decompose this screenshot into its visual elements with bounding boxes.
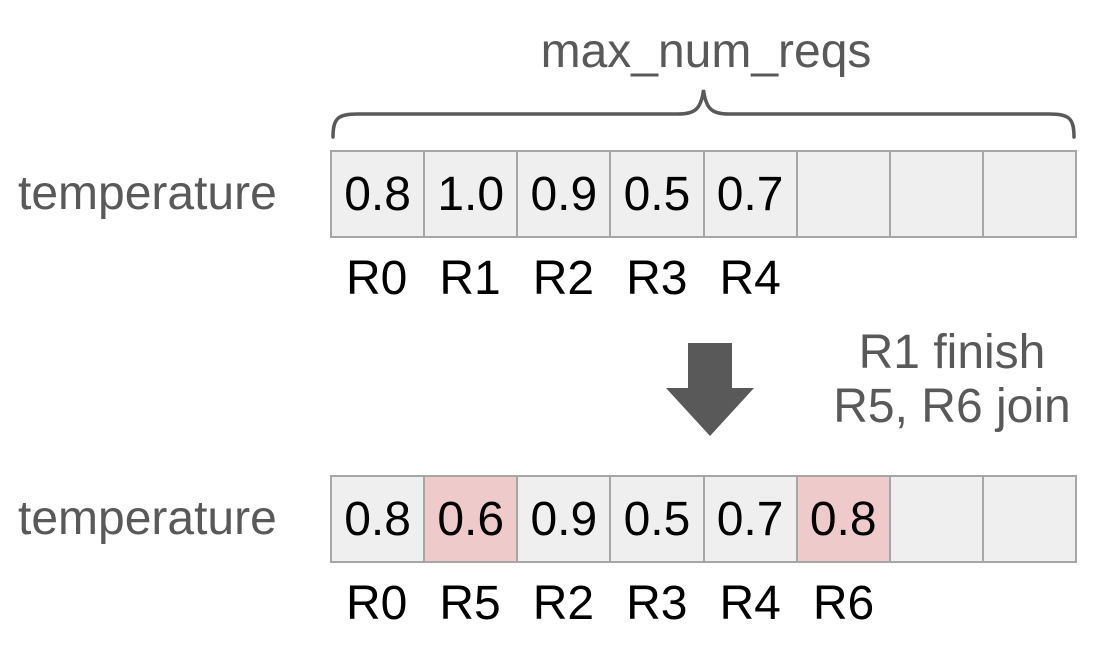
curly-brace — [331, 89, 1076, 139]
request-label: R6 — [812, 577, 875, 630]
request-label — [984, 580, 1077, 628]
request-label: R3 — [626, 577, 688, 630]
request-label: R4 — [719, 577, 781, 630]
request-label: R0 — [346, 252, 408, 305]
request-label — [890, 580, 983, 628]
array-cell: 0.7 — [702, 477, 796, 561]
max-num-reqs-label: max_num_reqs — [540, 25, 872, 78]
array-cell — [795, 152, 889, 236]
array-cell: 0.5 — [609, 152, 703, 236]
request-label: R0 — [346, 577, 408, 630]
array-cell — [981, 152, 1075, 236]
request-label: R4 — [719, 252, 781, 305]
transition-note-line1: R1 finish — [858, 326, 1046, 379]
array-cell: 0.8 — [332, 477, 424, 561]
request-labels-after: R0 R5 R2 R3 R4 R6 — [330, 580, 1077, 628]
request-label — [797, 255, 890, 303]
request-labels-before: R0 R1 R2 R3 R4 — [330, 255, 1077, 303]
request-label: R5 — [439, 577, 501, 630]
array-cell-highlighted: 0.8 — [795, 477, 889, 561]
array-cell: 0.8 — [332, 152, 424, 236]
request-label — [984, 255, 1077, 303]
array-cell — [981, 477, 1075, 561]
array-cell: 1.0 — [423, 152, 517, 236]
array-cell: 0.7 — [702, 152, 796, 236]
request-label: R2 — [532, 252, 595, 305]
transition-note: R1 finish R5, R6 join — [781, 326, 1110, 434]
request-label: R2 — [532, 577, 595, 630]
array-cell-highlighted: 0.6 — [423, 477, 517, 561]
request-label: R3 — [626, 252, 688, 305]
temperature-label-bottom: temperature — [18, 492, 277, 545]
transition-note-line2: R5, R6 join — [833, 380, 1071, 433]
down-arrow-icon — [666, 343, 754, 436]
array-cell: 0.9 — [516, 152, 610, 236]
request-label: R1 — [439, 252, 501, 305]
request-label — [890, 255, 983, 303]
array-cell: 0.9 — [516, 477, 610, 561]
temperature-label-top: temperature — [18, 167, 277, 220]
array-cell — [888, 477, 982, 561]
array-cell — [888, 152, 982, 236]
array-cell: 0.5 — [609, 477, 703, 561]
